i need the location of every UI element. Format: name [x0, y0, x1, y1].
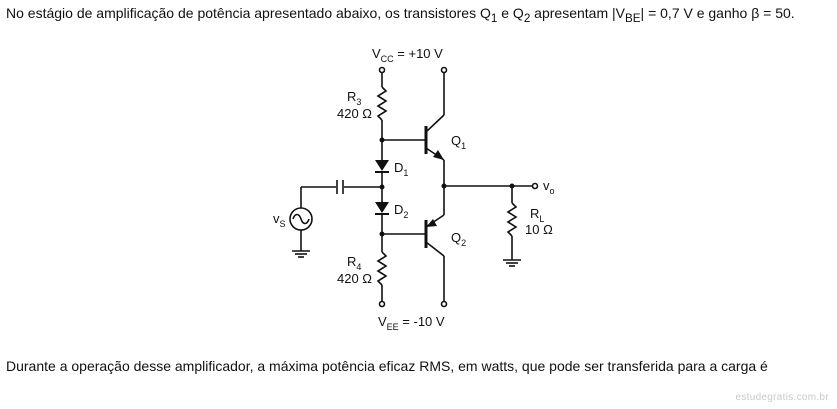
rl-resistor — [506, 202, 518, 237]
r3-name: R3 — [347, 89, 361, 107]
r3-top-terminal — [378, 66, 386, 74]
q2-subscript: 2 — [523, 11, 531, 25]
r4-name: R4 — [347, 254, 361, 272]
q2-label: Q2 — [451, 230, 466, 248]
vee-label: VEE = -10 V — [378, 314, 445, 332]
rl-ground-icon — [503, 259, 521, 267]
q2-collector-terminal — [440, 300, 448, 308]
vcc-label: VCC = +10 V — [372, 46, 443, 64]
intro-text-2: e Q — [497, 5, 524, 21]
rl-value: 10 Ω — [525, 222, 553, 237]
r4-resistor — [376, 251, 388, 286]
question-intro: No estágio de amplificação de potência a… — [6, 4, 834, 28]
r3-value: 420 Ω — [337, 106, 372, 121]
q1-collector-terminal — [440, 66, 448, 74]
vs-label: vS — [273, 211, 286, 229]
d1-diode — [375, 160, 389, 173]
intro-text-1: No estágio de amplificação de potência a… — [6, 5, 491, 21]
q2-transistor — [424, 214, 445, 257]
vo-label: vo — [543, 178, 555, 196]
intro-text-3: apresentam |V — [530, 5, 625, 21]
watermark: estudegratis.com.br — [735, 392, 829, 403]
q1-transistor — [424, 114, 445, 161]
vbe-subscript: BE — [624, 11, 641, 25]
d2-diode — [375, 202, 389, 215]
question-prompt: Durante a operação desse amplificador, a… — [6, 358, 768, 374]
d1-label: D1 — [394, 160, 408, 178]
intro-text-4: | = 0,7 V e ganho β = 50. — [640, 5, 795, 21]
r4-bottom-terminal — [378, 300, 386, 308]
rl-name: RL — [530, 206, 544, 224]
d2-label: D2 — [394, 202, 408, 220]
vs-ground-icon — [292, 250, 310, 258]
r4-value: 420 Ω — [337, 271, 372, 286]
r3-resistor — [376, 86, 388, 121]
q1-label: Q1 — [451, 133, 466, 151]
vo-terminal — [531, 182, 539, 190]
q1-subscript: 1 — [490, 11, 498, 25]
